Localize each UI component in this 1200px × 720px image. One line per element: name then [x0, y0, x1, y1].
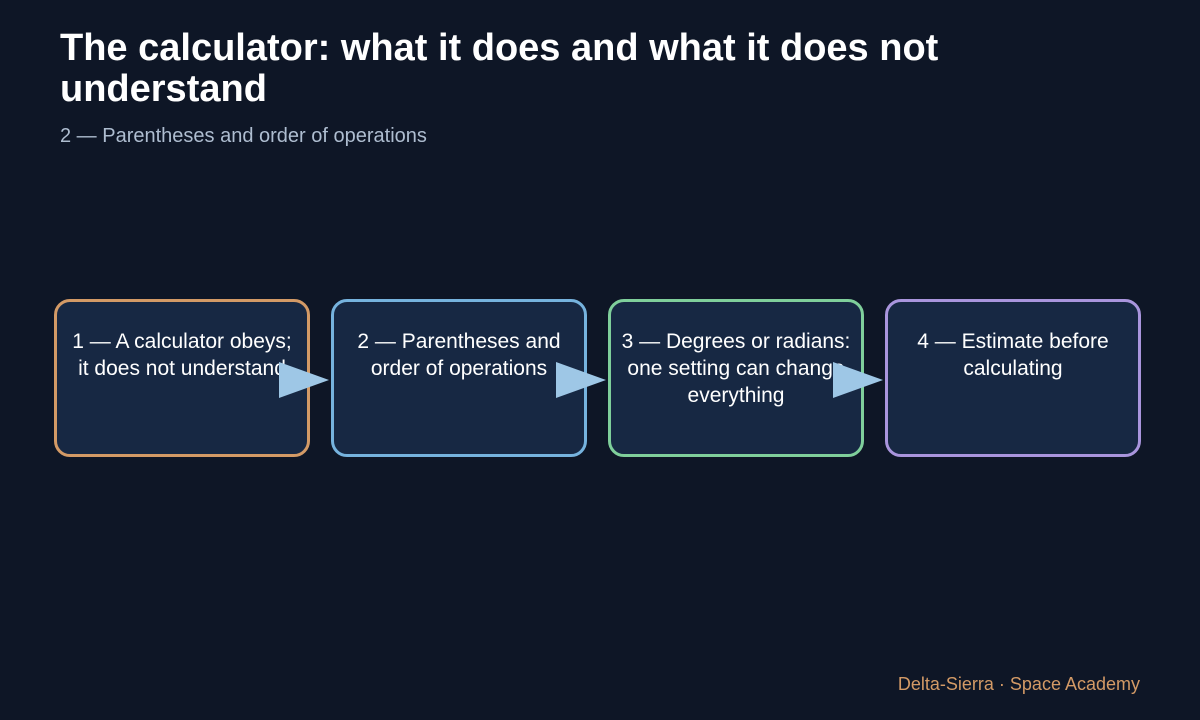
arrow-head: [833, 362, 883, 398]
step-label-2: 2 — Parentheses and order of operations: [357, 330, 561, 380]
step-label-3: 3 — Degrees or radians: one setting can …: [621, 330, 851, 407]
arrow-right-icon: [279, 362, 329, 398]
step-label-1: 1 — A calculator obeys; it does not unde…: [72, 330, 292, 380]
step-box-2: 2 — Parentheses and order of operations: [331, 299, 587, 457]
step-box-3: 3 — Degrees or radians: one setting can …: [608, 299, 864, 457]
step-label-4: 4 — Estimate before calculating: [917, 330, 1109, 380]
step-box-4: 4 — Estimate before calculating: [885, 299, 1141, 457]
arrow-head: [556, 362, 606, 398]
page-subtitle: 2 — Parentheses and order of operations: [60, 125, 427, 147]
arrow-head: [279, 362, 329, 398]
page-title: The calculator: what it does and what it…: [60, 27, 939, 110]
step-box-1: 1 — A calculator obeys; it does not unde…: [54, 299, 310, 457]
arrow-right-icon: [833, 362, 883, 398]
arrow-right-icon: [556, 362, 606, 398]
footer-credit: Delta-Sierra · Space Academy: [897, 674, 1140, 694]
